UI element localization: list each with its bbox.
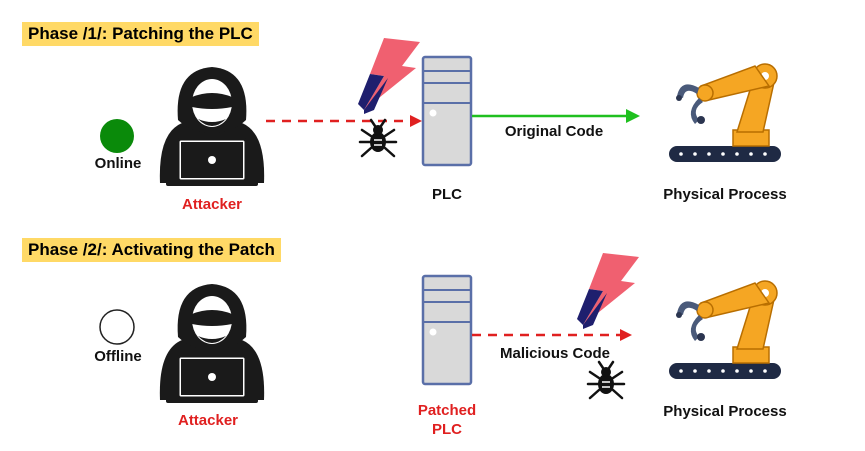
robot-arm-icon: [668, 63, 782, 163]
original-code-arrowhead: [626, 109, 640, 123]
attack-arrowhead: [410, 115, 422, 127]
phase-1-title: Phase /1/: Patching the PLC: [22, 22, 259, 46]
lightning-icon: [358, 38, 420, 114]
plc-server-icon: [421, 274, 473, 386]
plc-server-icon: [421, 55, 473, 167]
offline-label: Offline: [94, 348, 142, 365]
physical-process-label: Physical Process: [663, 186, 787, 203]
patched-plc-label-line1: Patched: [417, 402, 477, 419]
phase-2-title: Phase /2/: Activating the Patch: [22, 238, 281, 262]
robot-arm-icon: [668, 280, 782, 380]
hacker-icon: [158, 282, 266, 405]
hacker-icon: [158, 65, 266, 188]
offline-status-icon: [99, 309, 135, 345]
malicious-code-arrowhead: [620, 329, 632, 341]
original-code-label: Original Code: [504, 123, 604, 140]
attacker-label: Attacker: [181, 196, 243, 213]
online-label: Online: [94, 155, 142, 172]
bug-icon: [358, 118, 398, 158]
bug-icon: [586, 360, 626, 400]
physical-process-label: Physical Process: [663, 403, 787, 420]
online-status-icon: [100, 119, 134, 153]
lightning-icon: [577, 253, 639, 329]
attacker-label: Attacker: [177, 412, 239, 429]
patched-plc-label-line2: PLC: [432, 421, 462, 438]
plc-label: PLC: [432, 186, 462, 203]
malicious-code-label: Malicious Code: [499, 345, 611, 362]
